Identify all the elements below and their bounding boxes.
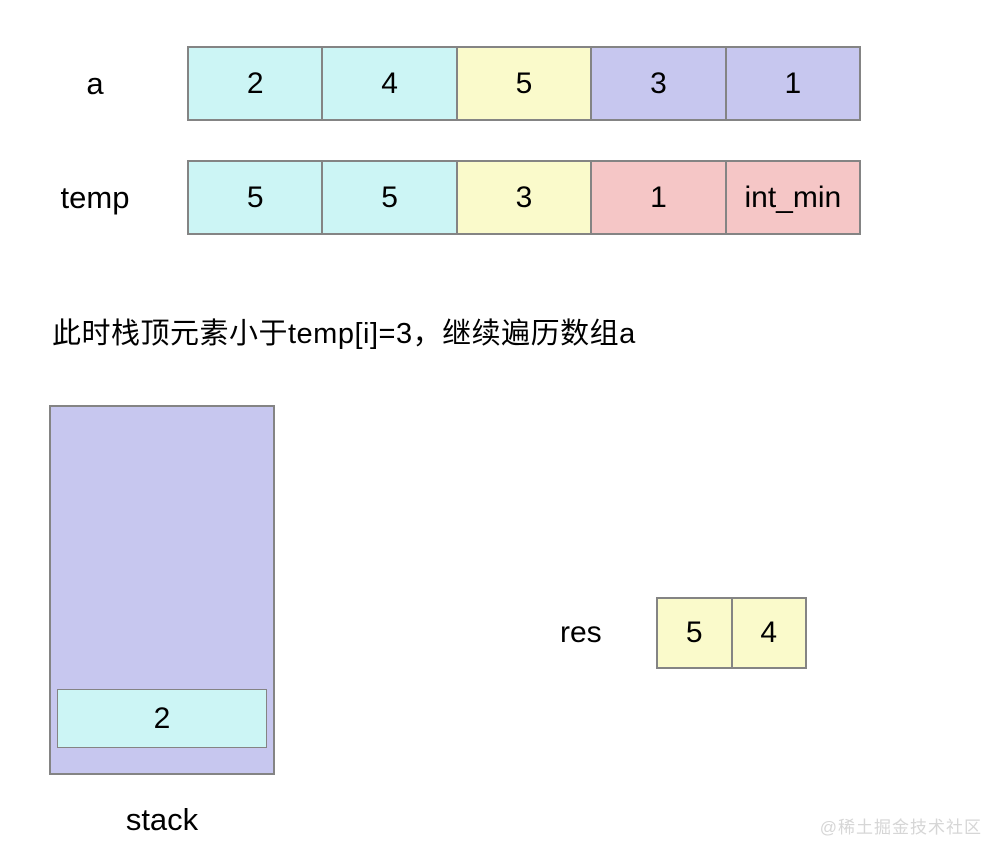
watermark: @稀土掘金技术社区 [819,818,982,837]
res-cell: 4 [731,598,806,668]
array-a-cell: 5 [456,47,592,120]
array-a-cell: 1 [725,47,861,120]
stack-label: stack [125,802,199,837]
array-temp-cell: 3 [456,161,592,234]
caption-text: 此时栈顶元素小于temp[i]=3，继续遍历数组a [52,318,636,350]
array-temp-cell: int_min [725,161,861,234]
array-a-cell: 2 [188,47,323,120]
array-a-label: a [86,65,104,101]
array-temp-cell: 1 [591,161,726,234]
stack-item: 2 [57,689,267,748]
stack-box: 2 [49,405,275,775]
array-temp-cell: 5 [188,161,323,234]
array-a-cell: 3 [591,47,726,120]
res-cell: 5 [657,598,732,668]
array-a-cell: 4 [322,47,457,120]
array-temp-label: temp [60,179,130,215]
res-label: res [560,616,602,649]
array-temp-cell: 5 [322,161,457,234]
stack-items: 2 [57,689,267,748]
